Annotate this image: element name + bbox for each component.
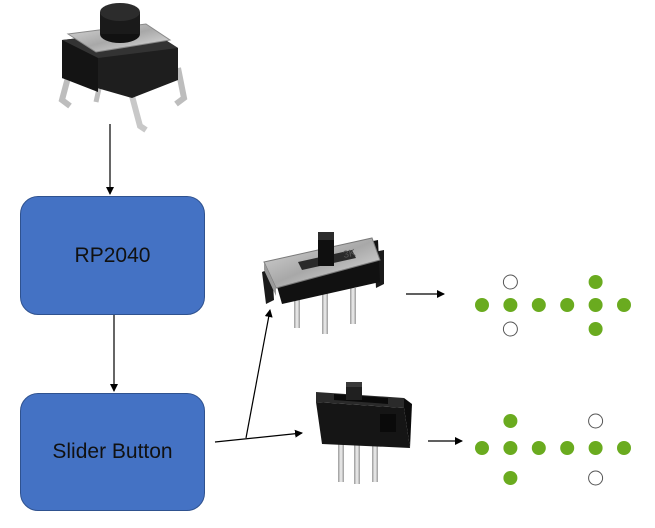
- led-dot-on: [503, 471, 517, 485]
- led-dot-on: [475, 298, 489, 312]
- led-dot-on: [589, 298, 603, 312]
- led-dot-off: [589, 471, 603, 485]
- led-dot-on: [532, 298, 546, 312]
- led-dot-off: [589, 414, 603, 428]
- led-dot-on: [560, 298, 574, 312]
- led-dot-off: [503, 275, 517, 289]
- led-dot-on: [560, 441, 574, 455]
- led-dot-on: [589, 441, 603, 455]
- rp2040-label: RP2040: [75, 244, 151, 268]
- led-pattern-upper: [475, 275, 631, 336]
- arrow-slider-to-lower-switch: [215, 433, 302, 442]
- led-dot-on: [503, 441, 517, 455]
- slide-switch-black-icon: [316, 382, 412, 484]
- led-dot-on: [503, 414, 517, 428]
- led-dot-on: [617, 441, 631, 455]
- led-pattern-lower: [475, 414, 631, 485]
- slider-button-label: Slider Button: [52, 440, 172, 464]
- led-dot-on: [589, 322, 603, 336]
- tactile-push-button-icon: [62, 3, 184, 130]
- led-dot-on: [617, 298, 631, 312]
- led-dot-on: [475, 441, 489, 455]
- led-dot-on: [532, 441, 546, 455]
- led-dot-off: [503, 322, 517, 336]
- led-dot-on: [503, 298, 517, 312]
- led-dot-on: [589, 275, 603, 289]
- slide-switch-icon: 3K: [262, 232, 384, 334]
- arrow-slider-to-upper-switch: [246, 310, 270, 438]
- rp2040-box: RP2040: [20, 196, 205, 315]
- slider-button-box: Slider Button: [20, 393, 205, 511]
